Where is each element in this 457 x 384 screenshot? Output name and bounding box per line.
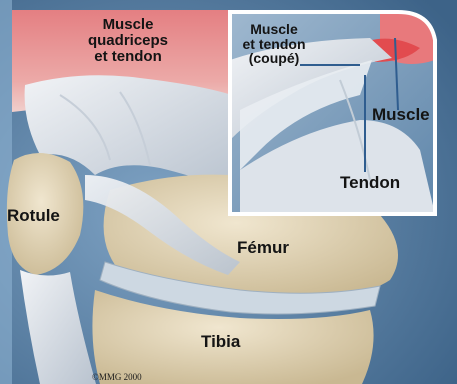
label-tendon: Tendon	[340, 174, 400, 192]
label-rotule: Rotule	[7, 207, 60, 225]
label-femur: Fémur	[237, 239, 289, 257]
label-muscle: Muscle	[372, 106, 430, 124]
copyright-notice: ©MMG 2000	[92, 373, 142, 382]
label-quadriceps-muscle-tendon: Muscle quadriceps et tendon	[72, 17, 184, 64]
label-tibia: Tibia	[201, 333, 240, 351]
label-muscle-tendon-cut: Muscle et tendon (coupé)	[226, 22, 322, 66]
